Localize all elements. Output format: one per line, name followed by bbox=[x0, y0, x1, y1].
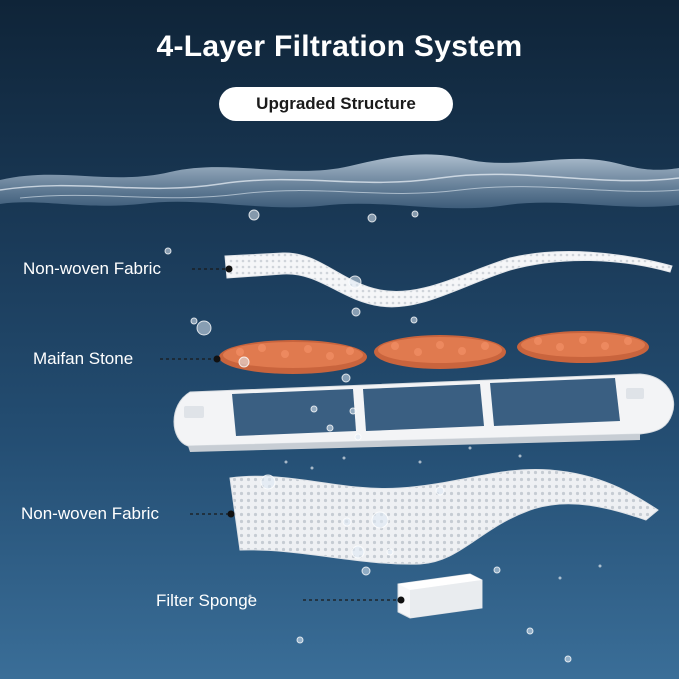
filter-frame bbox=[173, 373, 675, 452]
page-title: 4-Layer Filtration System bbox=[156, 30, 523, 63]
layer-label-maifan-stone: Maifan Stone bbox=[33, 349, 134, 368]
stone-cluster-left bbox=[219, 340, 367, 374]
layer-label-top-fabric: Non-woven Fabric bbox=[23, 259, 161, 278]
pointer-dot bbox=[225, 265, 233, 273]
leader-lines bbox=[160, 268, 400, 601]
layer-label-filter-sponge: Filter Sponge bbox=[156, 591, 258, 610]
pointer-dot bbox=[397, 596, 405, 604]
pointer-dot bbox=[227, 510, 235, 518]
structure-badge: Upgraded Structure bbox=[219, 87, 453, 121]
structure-badge-label: Upgraded Structure bbox=[256, 94, 416, 113]
layer-label-bottom-fabric: Non-woven Fabric bbox=[21, 504, 159, 523]
stone-cluster-middle bbox=[374, 335, 506, 369]
water-bubbles bbox=[164, 209, 572, 663]
sponge-block bbox=[397, 573, 483, 619]
pointer-dot bbox=[213, 355, 221, 363]
stone-cluster-right bbox=[517, 331, 649, 363]
water-surface bbox=[0, 154, 679, 209]
fabric-sheet-bottom bbox=[229, 468, 659, 565]
fabric-sheet-top bbox=[224, 251, 673, 308]
